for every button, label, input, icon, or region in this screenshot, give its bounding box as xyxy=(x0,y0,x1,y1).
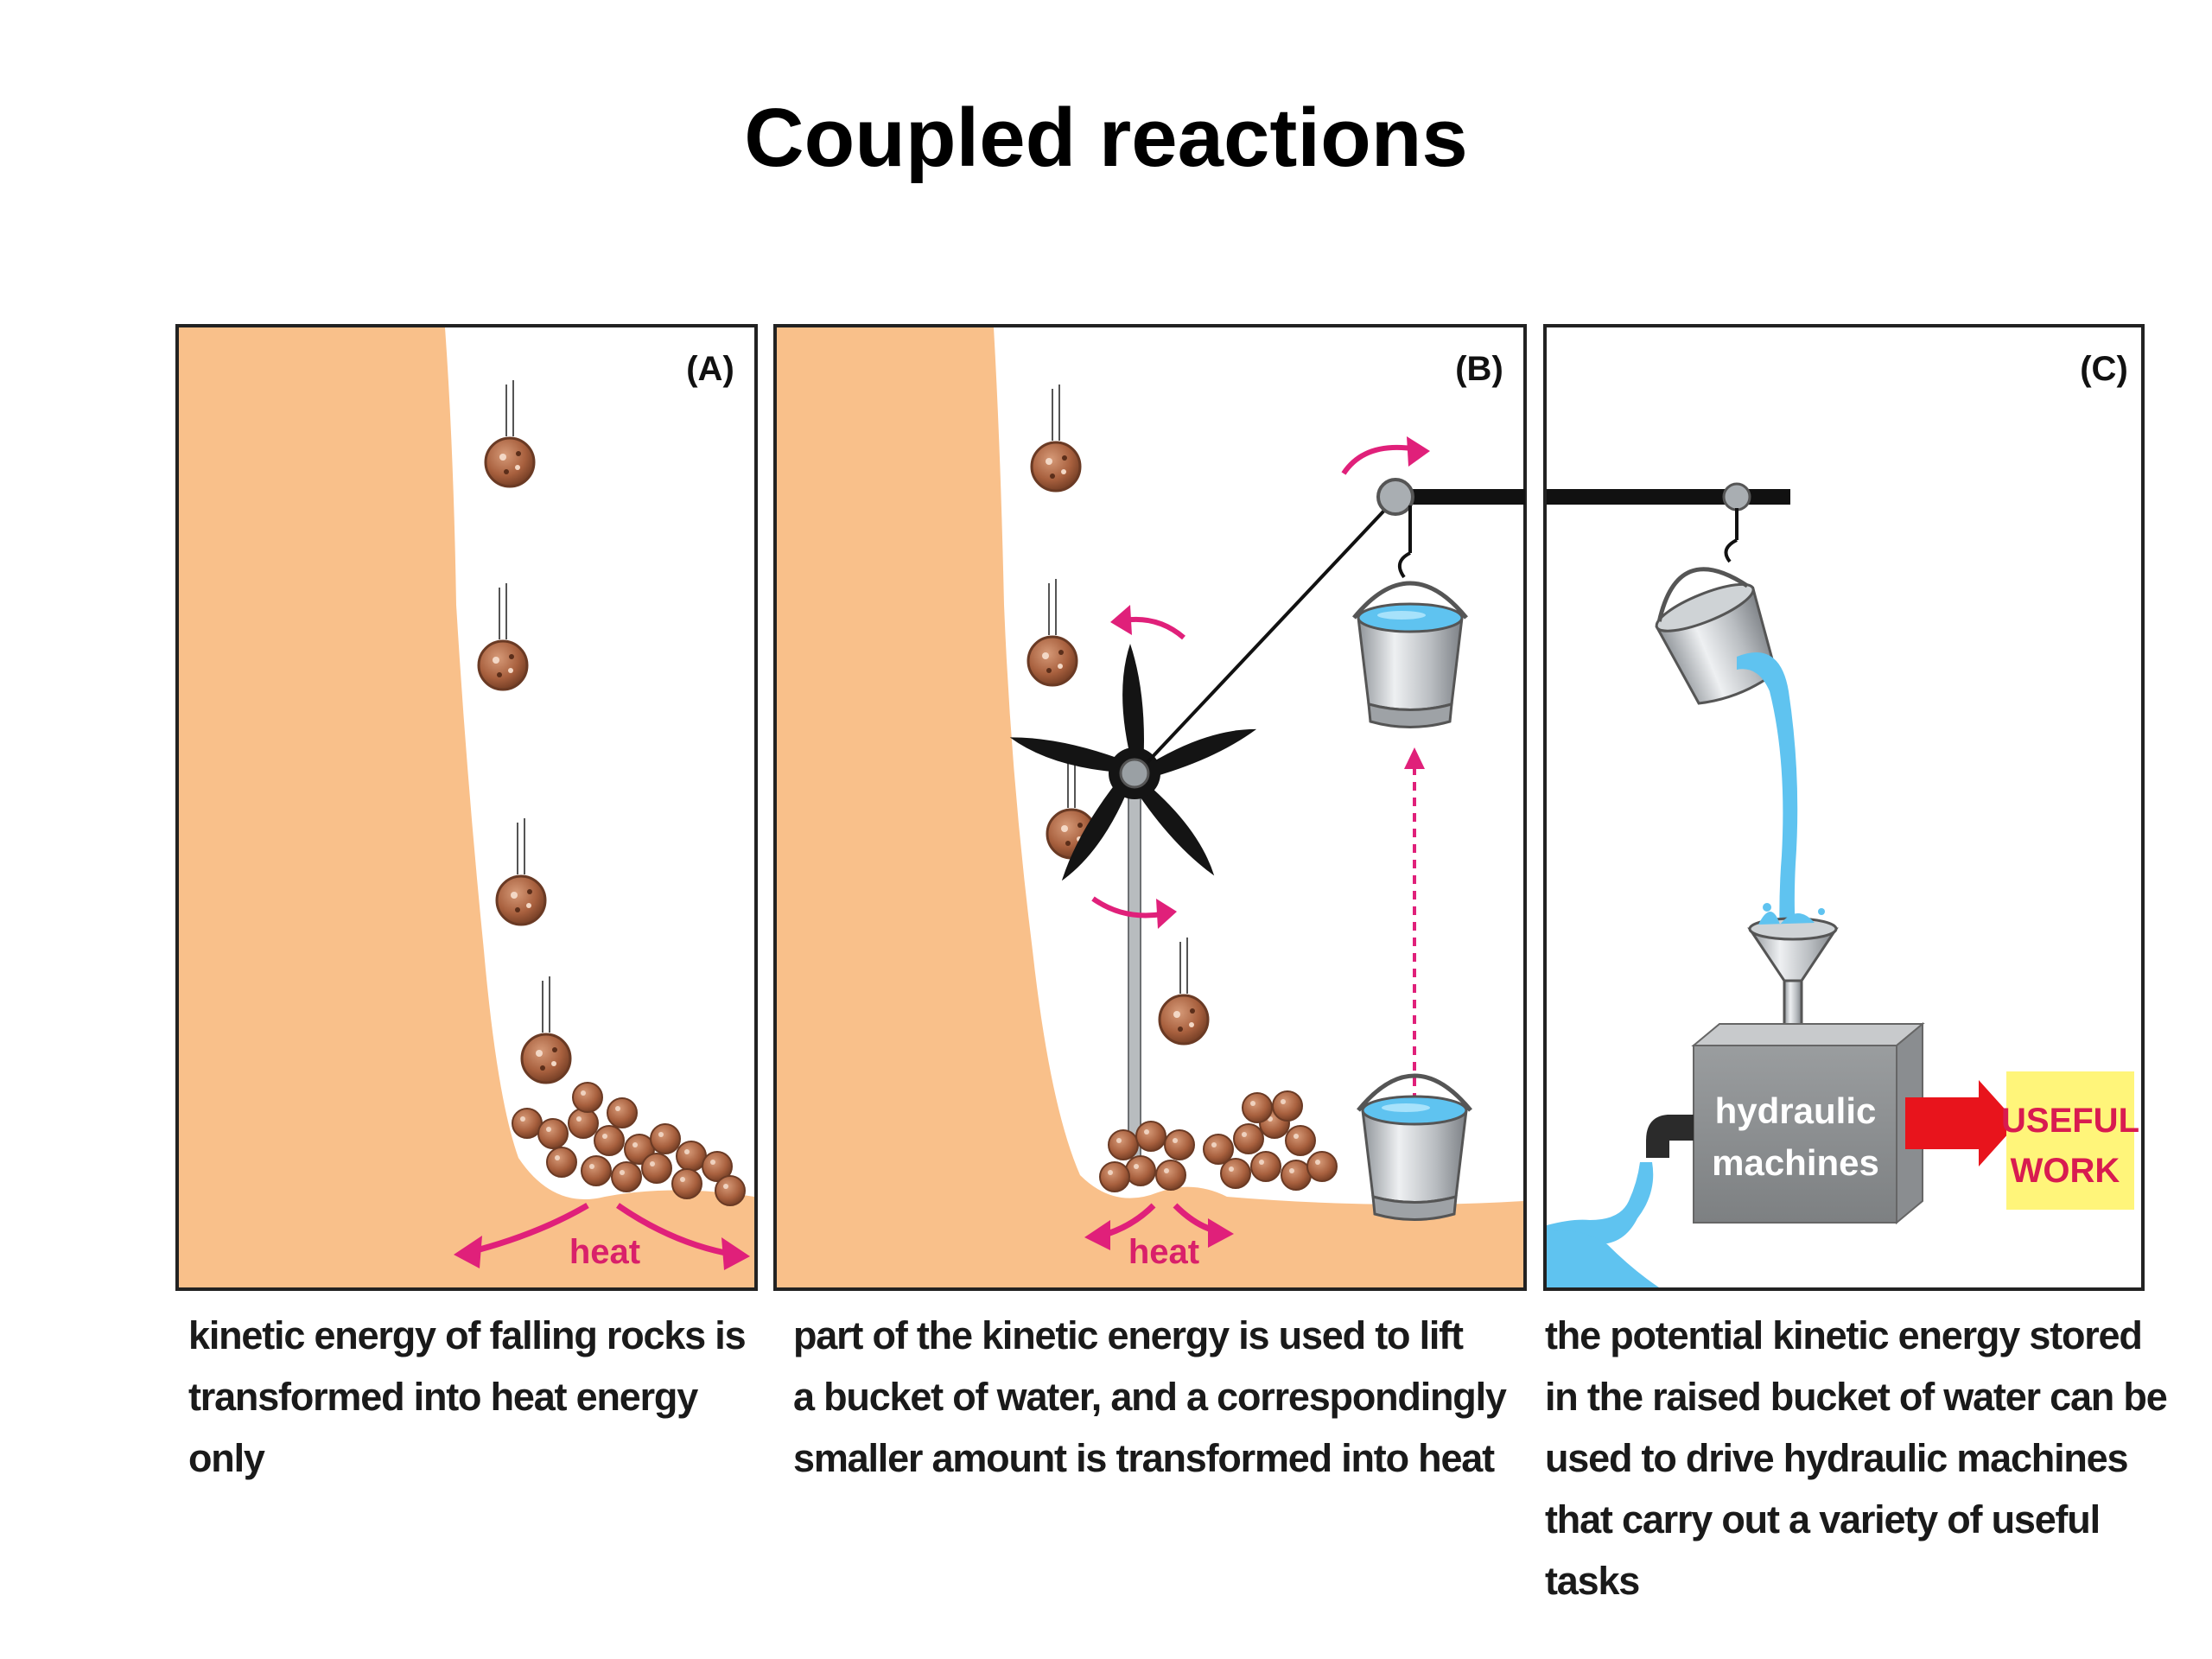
caption-a-line: only xyxy=(188,1436,265,1480)
caption-c: the potential kinetic energy stored in t… xyxy=(1545,1305,2184,1611)
caption-a-line: kinetic energy of falling rocks is xyxy=(188,1313,747,1357)
caption-b: part of the kinetic energy is used to li… xyxy=(793,1305,1536,1489)
arrow-head xyxy=(721,1237,750,1270)
caption-c-line: that carry out a variety of useful xyxy=(1545,1497,2101,1541)
panel-a: (A) heat xyxy=(175,324,758,1291)
pulley-arrow xyxy=(1341,444,1418,475)
cliff-b xyxy=(777,327,1523,1287)
paddle-wheel xyxy=(1009,644,1257,881)
pulley xyxy=(1376,478,1414,516)
work-label-line2: WORK xyxy=(2011,1152,2120,1190)
water-stream xyxy=(1737,652,1798,946)
arrow-head xyxy=(1407,436,1430,467)
page-title: Coupled reactions xyxy=(744,92,1468,184)
caption-c-line: used to drive hydraulic machines xyxy=(1545,1436,2129,1480)
work-label-line1: USEFUL xyxy=(2001,1102,2139,1140)
arrow-head xyxy=(1110,605,1132,635)
heat-label-a: heat xyxy=(569,1233,640,1271)
arrow-head xyxy=(1084,1220,1110,1250)
work-arrow xyxy=(1905,1080,2018,1166)
heat-label-b: heat xyxy=(1128,1233,1199,1271)
beam xyxy=(1547,489,1790,505)
panel-label-c: (C) xyxy=(2080,350,2128,388)
arrow-head xyxy=(1208,1218,1234,1248)
caption-b-line: a bucket of water, and a correspondingly xyxy=(793,1375,1507,1419)
arrow-head xyxy=(1156,899,1177,929)
panel-b: (B) xyxy=(773,324,1527,1291)
machine-label-line2: machines xyxy=(1712,1142,1879,1183)
caption-b-line: smaller amount is transformed into heat xyxy=(793,1436,1495,1480)
arrow-head xyxy=(454,1236,482,1268)
caption-c-line: in the raised bucket of water can be xyxy=(1545,1375,2168,1419)
machine-label-line1: hydraulic xyxy=(1715,1090,1877,1131)
beam xyxy=(1400,489,1525,505)
wheel-shaft xyxy=(1128,777,1141,1159)
outlet-water xyxy=(1547,1162,1654,1287)
panel-c: (C) hydraulic machines xyxy=(1543,324,2145,1291)
panel-label-b: (B) xyxy=(1455,350,1503,388)
outlet-water-pool xyxy=(1547,1230,1659,1287)
rope xyxy=(1146,497,1397,764)
caption-c-line: the potential kinetic energy stored xyxy=(1545,1313,2143,1357)
hydraulic-machine: hydraulic machines xyxy=(1691,1021,1925,1225)
outlet-pipe xyxy=(1646,1115,1694,1158)
pulley xyxy=(1722,482,1751,512)
useful-work-box xyxy=(2006,1071,2134,1210)
caption-a-line: transformed into heat energy xyxy=(188,1375,698,1419)
caption-a: kinetic energy of falling rocks is trans… xyxy=(188,1305,750,1489)
caption-b-line: part of the kinetic energy is used to li… xyxy=(793,1313,1464,1357)
heat-arrows-a xyxy=(466,1202,735,1258)
arrow-head xyxy=(1404,747,1425,769)
caption-c-line: tasks xyxy=(1545,1559,1640,1603)
cliff-a xyxy=(179,327,754,1287)
panel-label-a: (A) xyxy=(686,350,734,388)
tipped-bucket xyxy=(1655,567,1777,705)
